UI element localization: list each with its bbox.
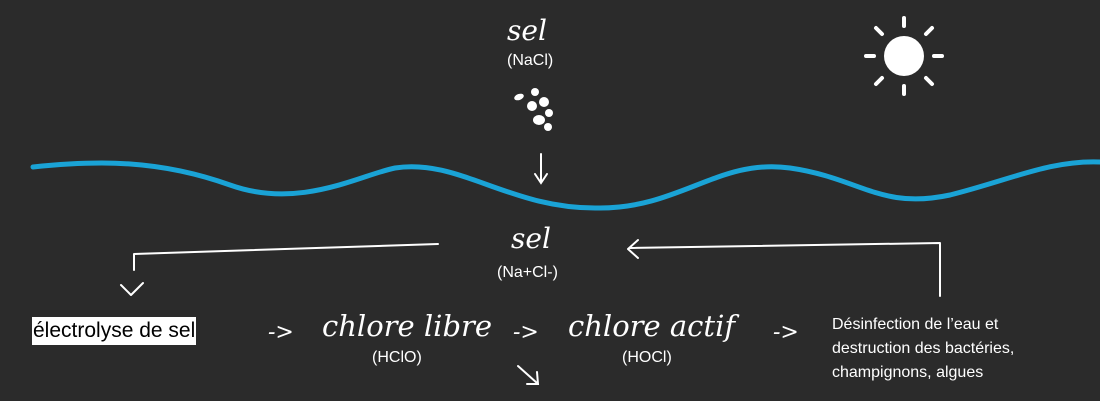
- left-cycle-arrow: [120, 243, 439, 296]
- downward-branch-arrow: [517, 365, 540, 385]
- free-chlorine-word: chlore libre: [322, 309, 493, 343]
- salt-grains-icon: [514, 88, 553, 131]
- dissolve-down-arrow: [534, 153, 548, 185]
- arrow-electrolysis-to-free: ->: [268, 320, 294, 345]
- salt-formula-top: (NaCl): [507, 52, 554, 69]
- salt-word-dissolved: sel: [511, 222, 551, 255]
- active-chlorine-word: chlore actif: [568, 309, 736, 343]
- right-cycle-arrow: [627, 239, 941, 297]
- arrow-active-to-result: ->: [773, 320, 799, 345]
- result-line-2: destruction des bactéries,: [832, 340, 1015, 357]
- salt-formula-dissolved: (Na+Cl-): [497, 264, 558, 281]
- active-chlorine-formula: (HOCl): [622, 349, 672, 366]
- free-chlorine-formula: (HClO): [372, 349, 422, 366]
- electrolysis-label: électrolyse de sel: [32, 317, 197, 345]
- sun-icon: [864, 16, 944, 96]
- result-line-3: champignons, algues: [832, 364, 984, 381]
- result-line-1: Désinfection de l’eau et: [832, 316, 999, 333]
- arrow-free-to-active: ->: [513, 320, 539, 345]
- salt-word-top: sel: [507, 14, 547, 47]
- water-surface-wave: [30, 159, 1100, 211]
